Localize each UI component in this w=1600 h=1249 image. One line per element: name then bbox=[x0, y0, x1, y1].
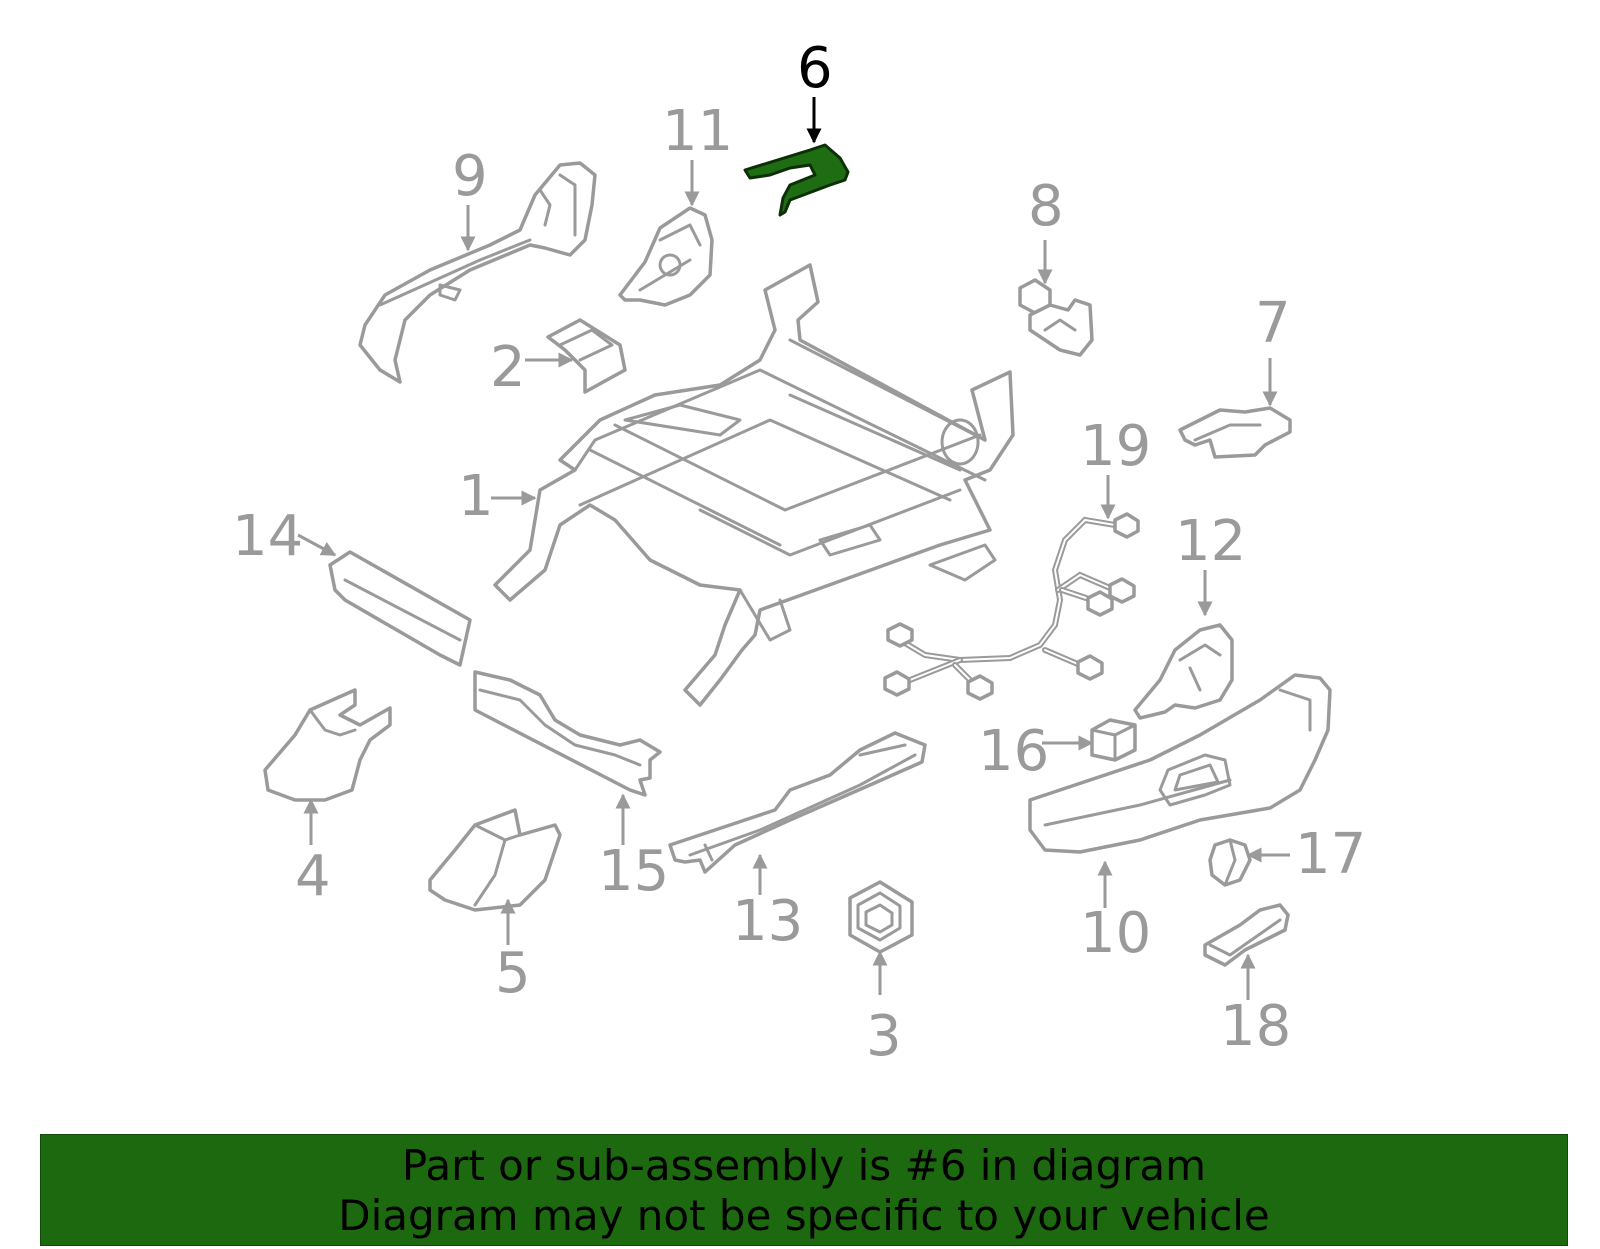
part-1-seat-frame[interactable] bbox=[493, 263, 1015, 707]
part-18-knob[interactable] bbox=[1203, 903, 1290, 967]
callout-6: 6 bbox=[797, 36, 833, 101]
callout-16: 16 bbox=[978, 719, 1049, 784]
callout-17: 17 bbox=[1295, 822, 1366, 887]
banner-line-1: Part or sub-assembly is #6 in diagram bbox=[401, 1141, 1207, 1190]
part-16-module[interactable] bbox=[1090, 718, 1137, 762]
parts-diagram: 1 2 3 4 5 6 7 8 9 10 11 12 13 14 15 16 1… bbox=[232, 36, 1366, 1069]
part-12-cover[interactable] bbox=[1133, 623, 1234, 720]
part-17-knob[interactable] bbox=[1208, 838, 1252, 887]
callout-1: 1 bbox=[458, 464, 494, 529]
callout-3: 3 bbox=[866, 1004, 902, 1069]
callout-4: 4 bbox=[295, 844, 331, 909]
callout-14: 14 bbox=[232, 504, 303, 569]
info-banner: Part or sub-assembly is #6 in diagram Di… bbox=[40, 1134, 1568, 1246]
part-14-trim[interactable] bbox=[328, 550, 472, 667]
part-9-side-shield[interactable] bbox=[358, 161, 597, 384]
callout-9: 9 bbox=[452, 144, 488, 209]
callout-11: 11 bbox=[662, 99, 733, 164]
part-19-wire-harness[interactable] bbox=[883, 512, 1140, 701]
part-15-trim[interactable] bbox=[473, 670, 662, 797]
callout-13: 13 bbox=[732, 889, 803, 954]
callout-19: 19 bbox=[1080, 414, 1151, 479]
callout-arrows bbox=[297, 97, 1290, 1000]
callout-10: 10 bbox=[1080, 901, 1151, 966]
callout-15: 15 bbox=[598, 839, 669, 904]
callout-labels: 1 2 3 4 5 6 7 8 9 10 11 12 13 14 15 16 1… bbox=[232, 36, 1366, 1069]
callout-8: 8 bbox=[1028, 174, 1064, 239]
part-5-cover[interactable] bbox=[428, 808, 562, 912]
part-8-clip[interactable] bbox=[1018, 278, 1094, 357]
part-13-rail-cover[interactable] bbox=[668, 731, 927, 874]
callout-7: 7 bbox=[1255, 291, 1291, 356]
callout-2: 2 bbox=[490, 335, 526, 400]
part-7-bracket[interactable] bbox=[1178, 406, 1292, 459]
callout-12: 12 bbox=[1175, 509, 1246, 574]
part-6-cover-highlighted[interactable] bbox=[743, 143, 850, 217]
callout-5: 5 bbox=[495, 941, 531, 1006]
part-3-switch[interactable] bbox=[848, 880, 914, 954]
part-2-bracket[interactable] bbox=[546, 318, 627, 394]
callout-18: 18 bbox=[1220, 994, 1291, 1059]
part-10-side-shield[interactable] bbox=[1028, 673, 1332, 854]
part-11-cover[interactable] bbox=[618, 206, 714, 307]
part-4-cover[interactable] bbox=[263, 688, 392, 802]
banner-line-2: Diagram may not be specific to your vehi… bbox=[338, 1191, 1270, 1240]
